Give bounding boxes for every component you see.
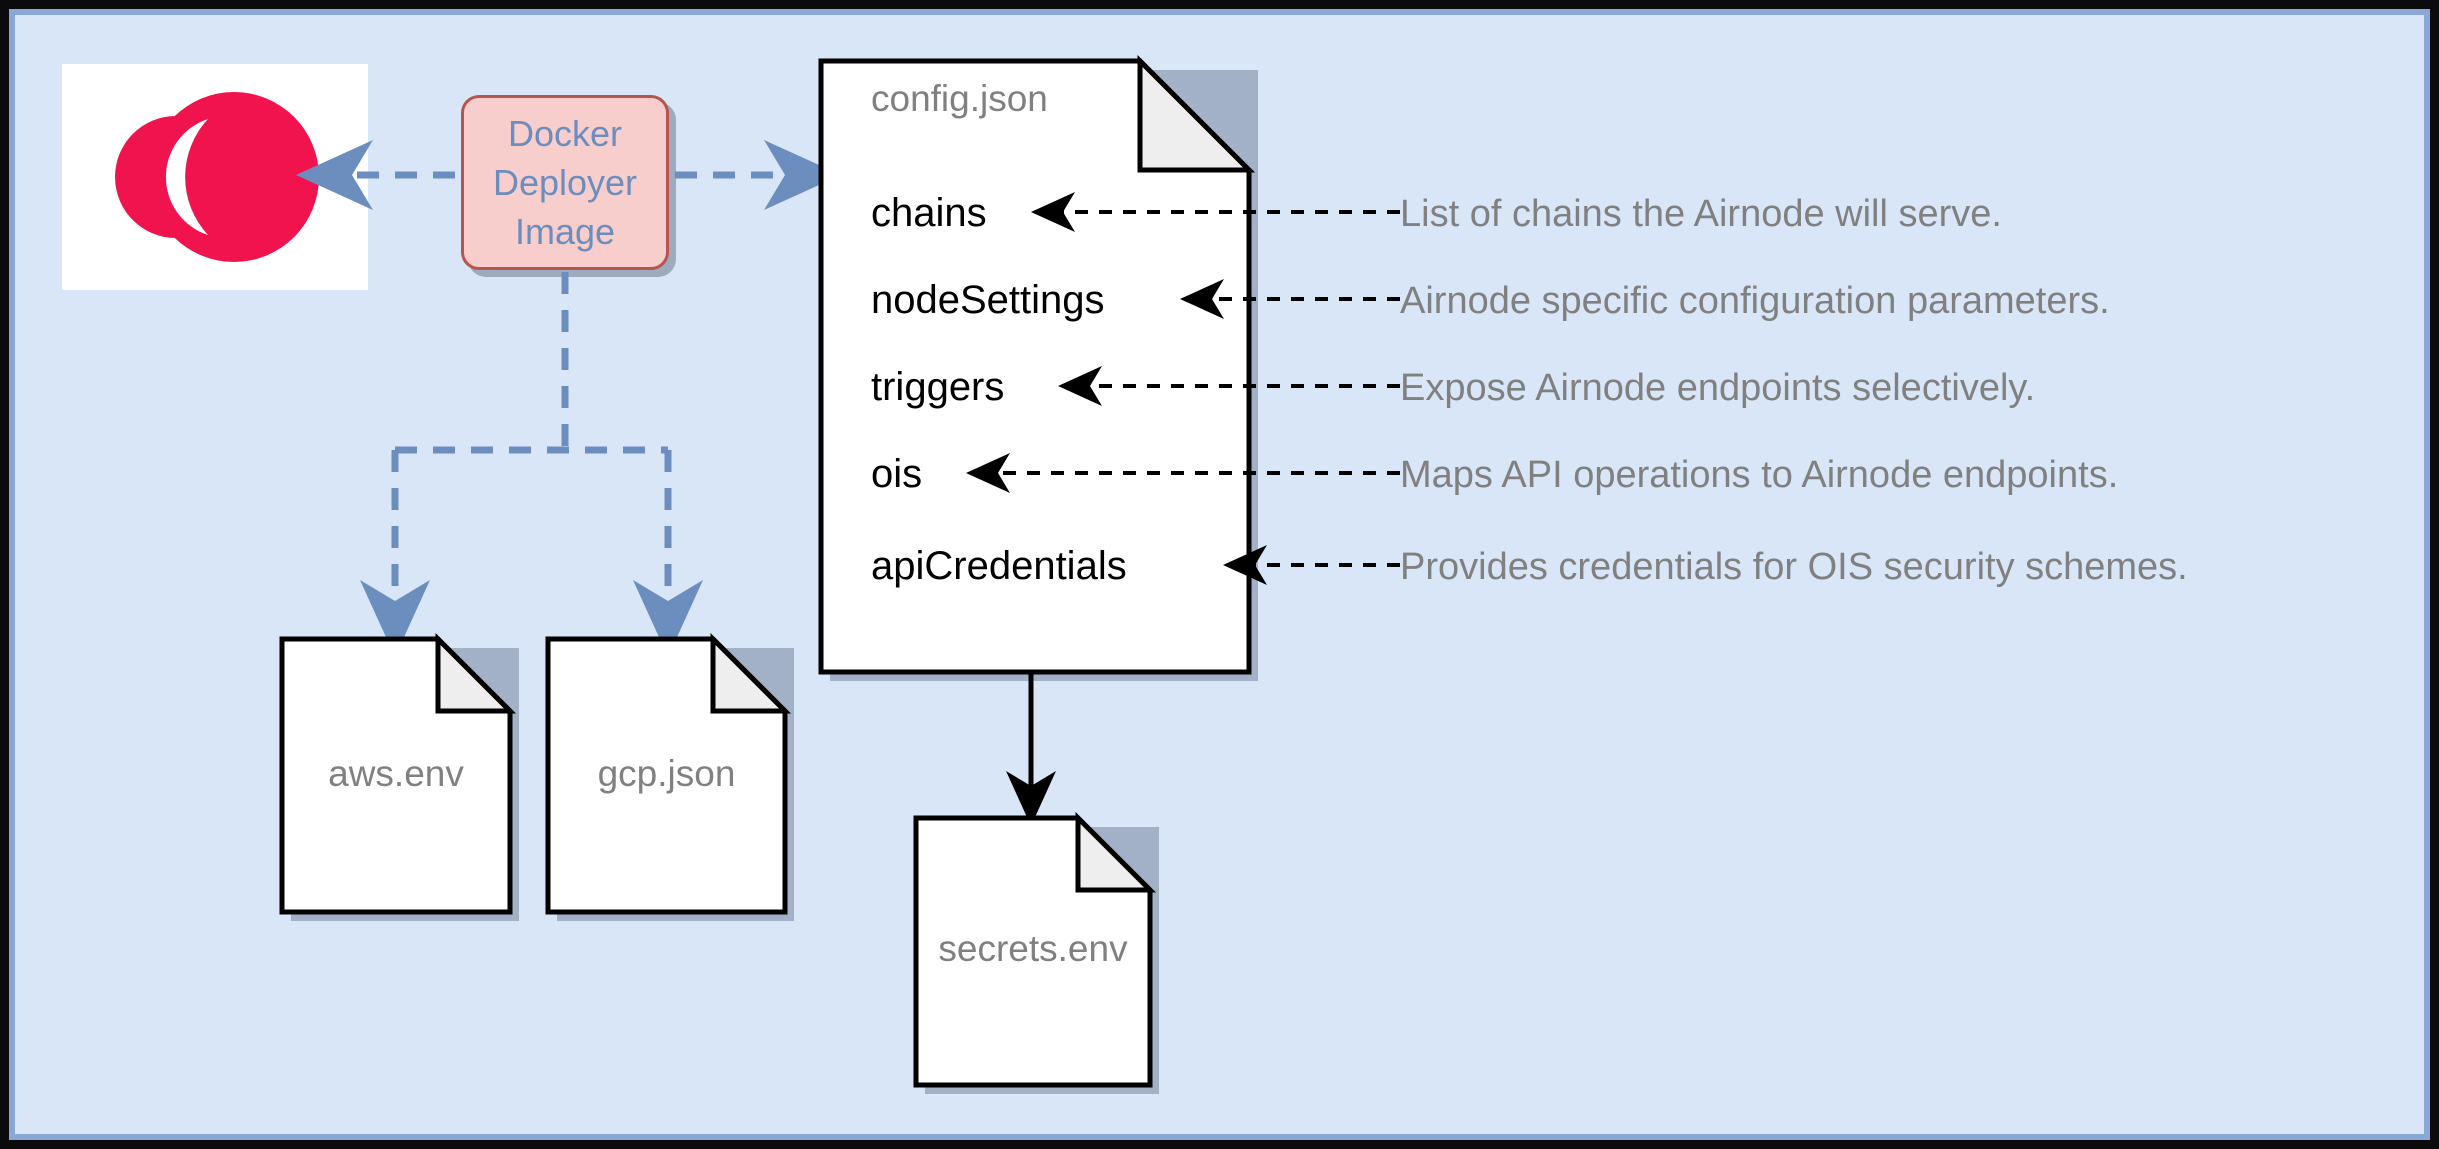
gcp-json-document[interactable] (545, 632, 792, 915)
docker-node-label-line-3: Image (514, 211, 616, 252)
aws-env-fold-corner (435, 632, 517, 714)
config-key-triggers: triggers (871, 365, 1005, 409)
api3-logo-icon (115, 92, 319, 262)
config-key-apicredentials: apiCredentials (871, 544, 1127, 588)
annotation-triggers: Expose Airnode endpoints selectively. (1400, 367, 2036, 409)
config-key-chains: chains (871, 191, 987, 235)
annotation-leader-lines (966, 192, 1400, 585)
gcp-json-fold-corner (710, 632, 792, 714)
config-key-ois: ois (871, 452, 923, 496)
annotation-apicredentials: Provides credentials for OIS security sc… (1400, 546, 2188, 588)
api3-logo-plate (62, 64, 368, 290)
config-json-fold-corner (1137, 54, 1256, 173)
annotation-ois: Maps API operations to Airnode endpoints… (1400, 454, 2119, 496)
config-json-filename: config.json (871, 78, 1048, 119)
docker-node-label-line-1: Docker (507, 113, 623, 154)
config-json-document[interactable] (818, 54, 1256, 675)
annotation-chains: List of chains the Airnode will serve. (1400, 193, 2002, 235)
docker-deployer-image-node[interactable]: Docker Deployer Image (461, 95, 669, 270)
secrets-env-filename: secrets.env (938, 928, 1128, 969)
annotation-nodesettings: Airnode specific configuration parameter… (1400, 280, 2110, 322)
secrets-env-document[interactable] (913, 811, 1157, 1088)
aws-env-document[interactable] (279, 632, 517, 915)
docker-node-label-line-2: Deployer (492, 162, 638, 203)
gcp-json-filename: gcp.json (597, 753, 736, 794)
aws-env-filename: aws.env (328, 753, 464, 794)
config-key-nodesettings: nodeSettings (871, 278, 1105, 322)
secrets-env-fold-corner (1075, 811, 1157, 893)
